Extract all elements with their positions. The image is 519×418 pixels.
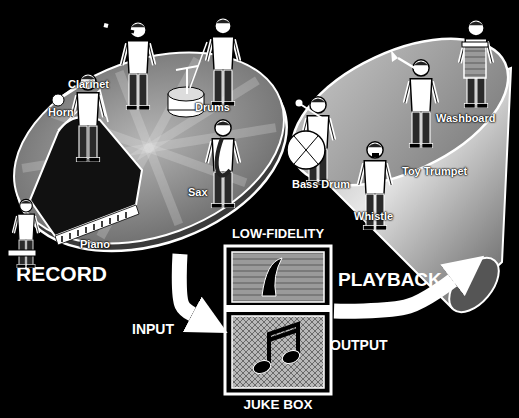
musician-figure [207,18,239,106]
washboard-player [460,20,492,108]
piano-lid [58,90,108,130]
whistle-player [359,142,391,230]
drummer [168,18,239,117]
saxophone [217,138,230,176]
piano-keys [55,205,139,245]
bass-drum [287,131,325,169]
drum-cords [294,136,318,164]
musician-figure [405,60,437,148]
clarinet [108,26,134,32]
jukebox-box: LOW-FIDELITY JUKE BOX [222,226,334,416]
sax-player [207,120,239,208]
flow-arrow [179,254,192,314]
edge-label: OUTPUT [330,338,388,353]
instrument-label: Drums [195,101,230,113]
node-heading: RECORD [16,262,107,285]
playback-cone-outline [282,0,519,260]
mallet-head [296,100,303,107]
bass-drummer [287,97,334,185]
musician-figure [359,142,391,230]
instrument-label: Whistle [354,210,393,222]
disc-streak [22,125,149,191]
musician-figure [302,97,334,185]
playback-cone: PLAYBACK [282,0,519,260]
disc-streak [149,147,179,225]
grand-piano [30,117,142,236]
node-heading: PLAYBACK [338,270,442,291]
whistle [372,153,379,157]
washboard [464,46,486,78]
edge-label: INPUT [132,322,174,337]
instrument-label: Washboard [436,112,496,124]
clarinet-bell [104,25,108,26]
record-disc-outline [2,42,295,254]
flow-arrow [334,280,453,311]
instrument-label: Sax [188,186,208,198]
washboard-top [462,42,488,47]
toy-trumpet [398,58,418,70]
instrument-label: Horn [48,106,74,118]
note-head [280,348,301,365]
record-disc: RECORD [2,42,295,254]
mallet [300,104,322,118]
jukebox-grille [232,316,324,388]
drum-bottom [168,103,204,117]
drum-stick [190,42,207,88]
piano-black-keys [62,212,126,242]
trumpet-bell [391,50,398,62]
horn-player [52,74,104,162]
jukebox-band [225,305,331,312]
instrument-label: Piano [80,238,110,250]
clarinet-player [104,22,154,110]
jukebox-window [262,258,282,296]
cymbal [176,66,198,94]
horn-bell [52,94,64,106]
disc-streak [119,71,149,149]
cone-top [270,9,519,216]
horn [60,84,82,98]
cone-mouth [440,249,509,321]
node-heading: LOW-FIDELITY [222,227,334,241]
instrument-label: Bass Drum [292,178,350,190]
drum-head [168,87,204,101]
pianist [13,199,38,268]
musician-figure [207,120,239,208]
toy-trumpet-player [391,50,437,148]
jukebox-body [225,246,331,394]
disc-streak [140,80,266,148]
musician-figure [72,74,104,162]
jukebox-box-outline [222,226,334,416]
instrument-label: Toy Trumpet [402,165,467,177]
note-head [251,358,272,375]
jukebox-top-panel [232,252,324,302]
node-text: JUKE BOX [222,398,334,413]
musician-figure [122,22,154,110]
musician-figure [460,20,492,108]
piano-stool [8,250,36,256]
music-note [251,324,301,376]
drum-body [168,94,204,110]
instrument-label: Clarinet [68,78,109,90]
piano-group [8,90,142,268]
